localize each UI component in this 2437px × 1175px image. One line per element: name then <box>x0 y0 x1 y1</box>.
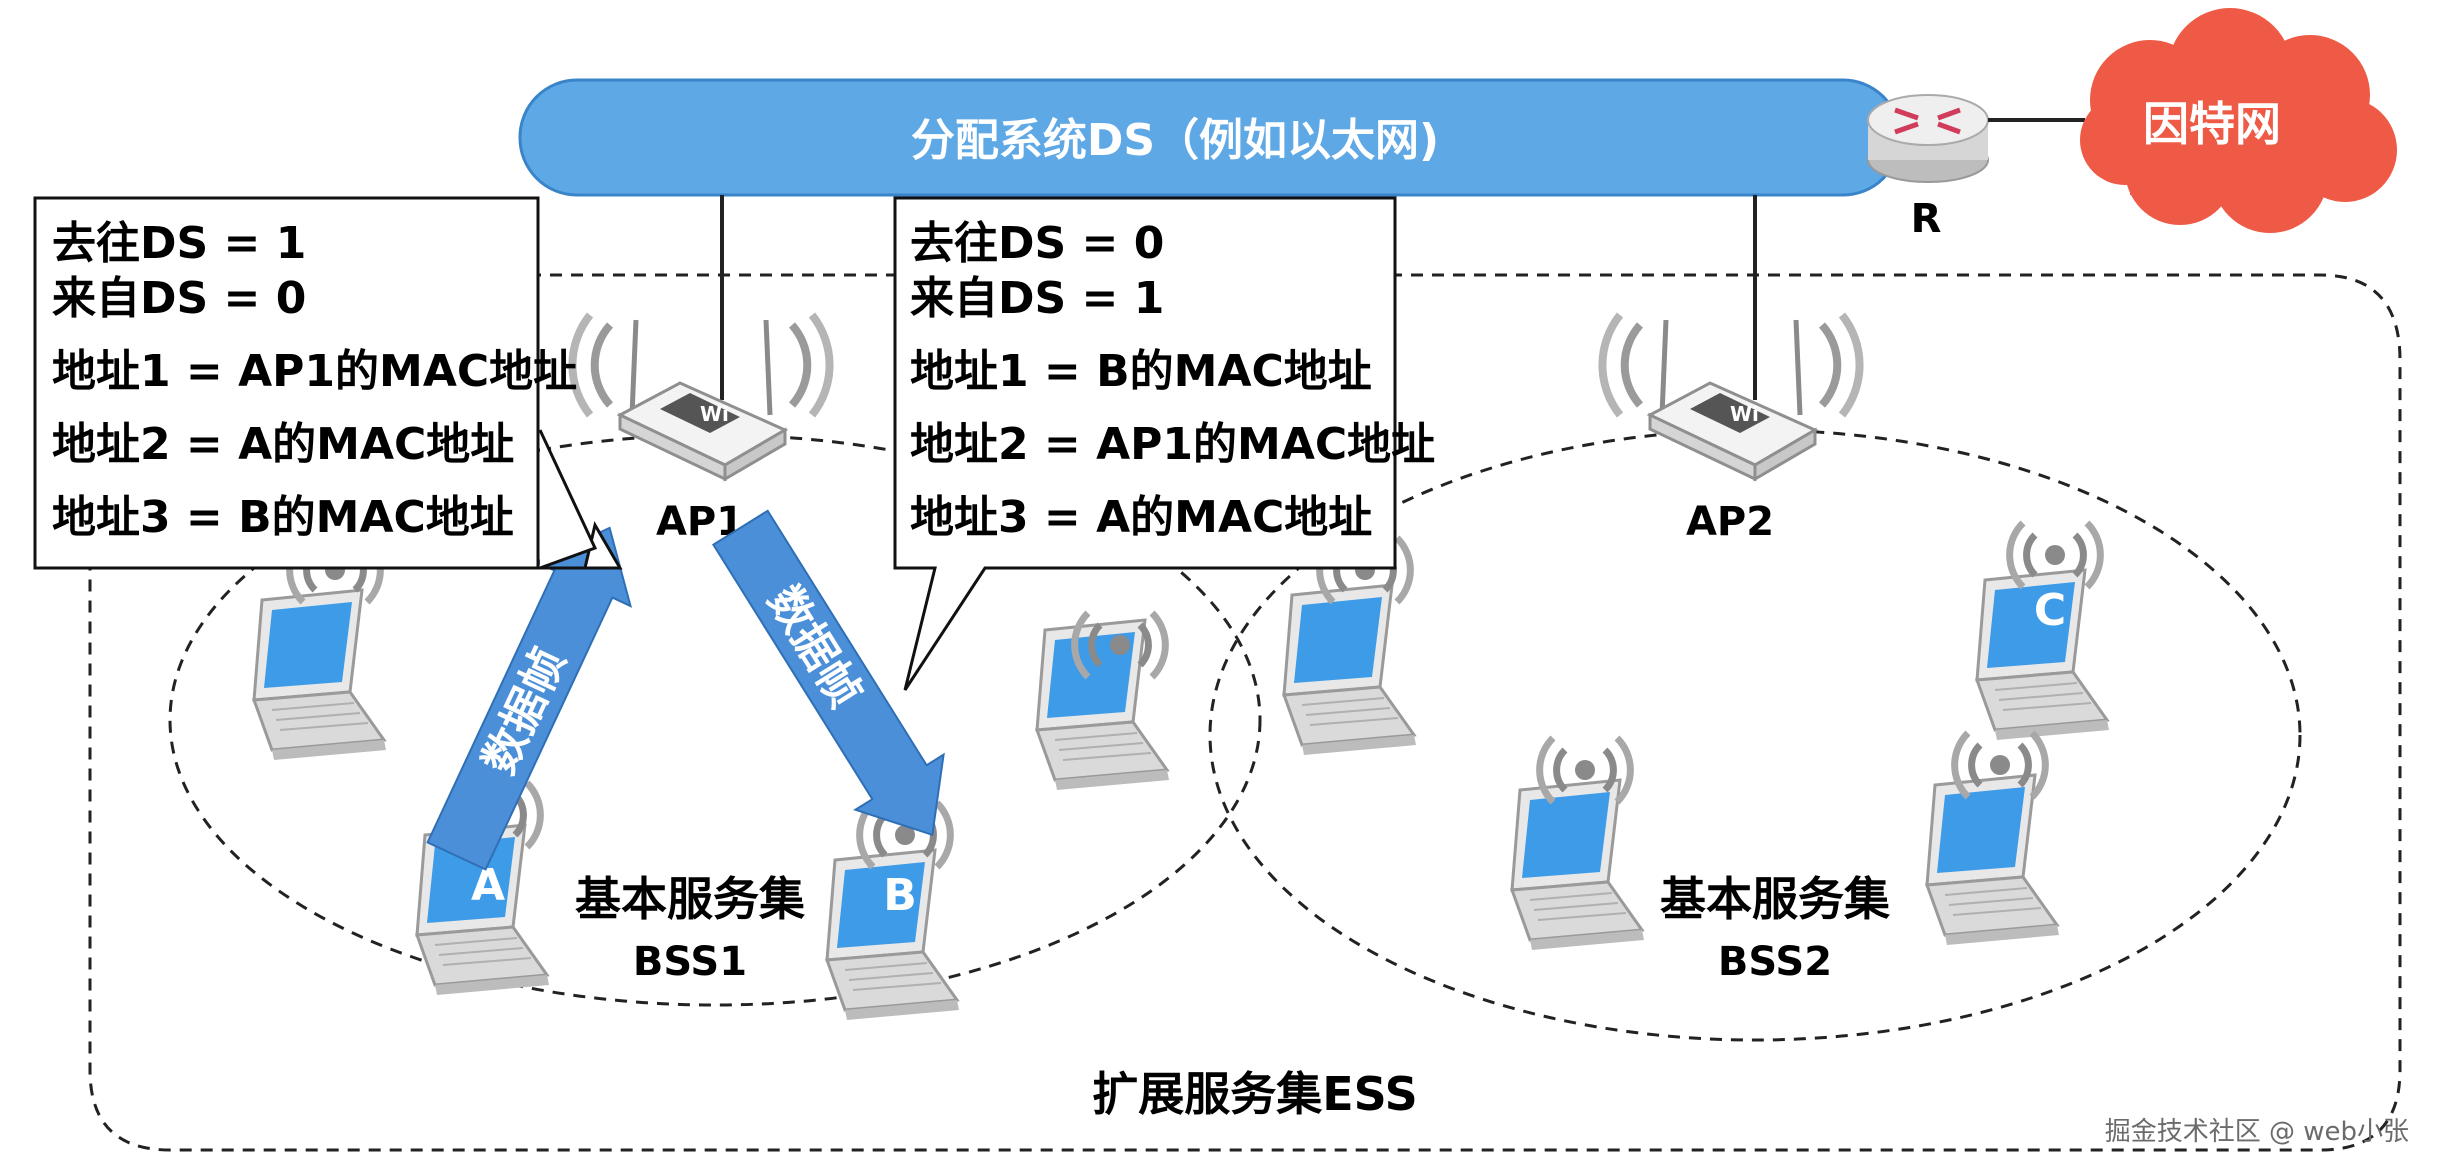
internet-label: 因特网 <box>2143 97 2281 151</box>
laptop-icon <box>1282 583 1418 757</box>
info-left-line: 地址2 = A的MAC地址 <box>52 419 514 470</box>
router-label: R <box>1911 196 1942 242</box>
info-left-line: 来自DS = 0 <box>52 273 306 324</box>
bss1-title: 基本服务集 <box>575 872 805 926</box>
info-left-line: 去往DS = 1 <box>52 218 306 269</box>
info-left-line: 地址3 = B的MAC地址 <box>52 492 514 543</box>
info-right-line: 地址3 = A的MAC地址 <box>910 492 1372 543</box>
station-c-label: C <box>2034 585 2066 636</box>
ess-label: 扩展服务集ESS <box>1092 1067 1418 1121</box>
ap2-label: AP2 <box>1686 499 1774 545</box>
info-right-line: 来自DS = 1 <box>910 273 1164 324</box>
ap1-icon <box>572 315 829 479</box>
info-left-line: 地址1 = AP1的MAC地址 <box>52 346 577 397</box>
station-b-label: B <box>883 870 917 921</box>
info-right-line: 地址2 = AP1的MAC地址 <box>910 419 1435 470</box>
callout-left-pointer <box>538 429 598 570</box>
bss2-subtitle: BSS2 <box>1718 939 1832 985</box>
router-icon <box>1867 94 1989 183</box>
station-a-label: A <box>471 860 505 911</box>
ds-label: 分配系统DS（例如以太网) <box>911 115 1439 166</box>
bss1-subtitle: BSS1 <box>633 939 747 985</box>
info-right-line: 地址1 = B的MAC地址 <box>910 346 1372 397</box>
laptop-icon <box>252 588 388 762</box>
bss2-title: 基本服务集 <box>1660 872 1890 926</box>
ap2-icon <box>1602 315 1859 479</box>
info-right-line: 去往DS = 0 <box>910 218 1164 269</box>
internet-cloud <box>2080 8 2397 233</box>
info-callout-right <box>893 196 1397 691</box>
laptop-icon <box>1510 778 1646 952</box>
watermark: 掘金技术社区 @ web小张 <box>2104 1117 2409 1147</box>
laptop-icon <box>1925 773 2061 947</box>
